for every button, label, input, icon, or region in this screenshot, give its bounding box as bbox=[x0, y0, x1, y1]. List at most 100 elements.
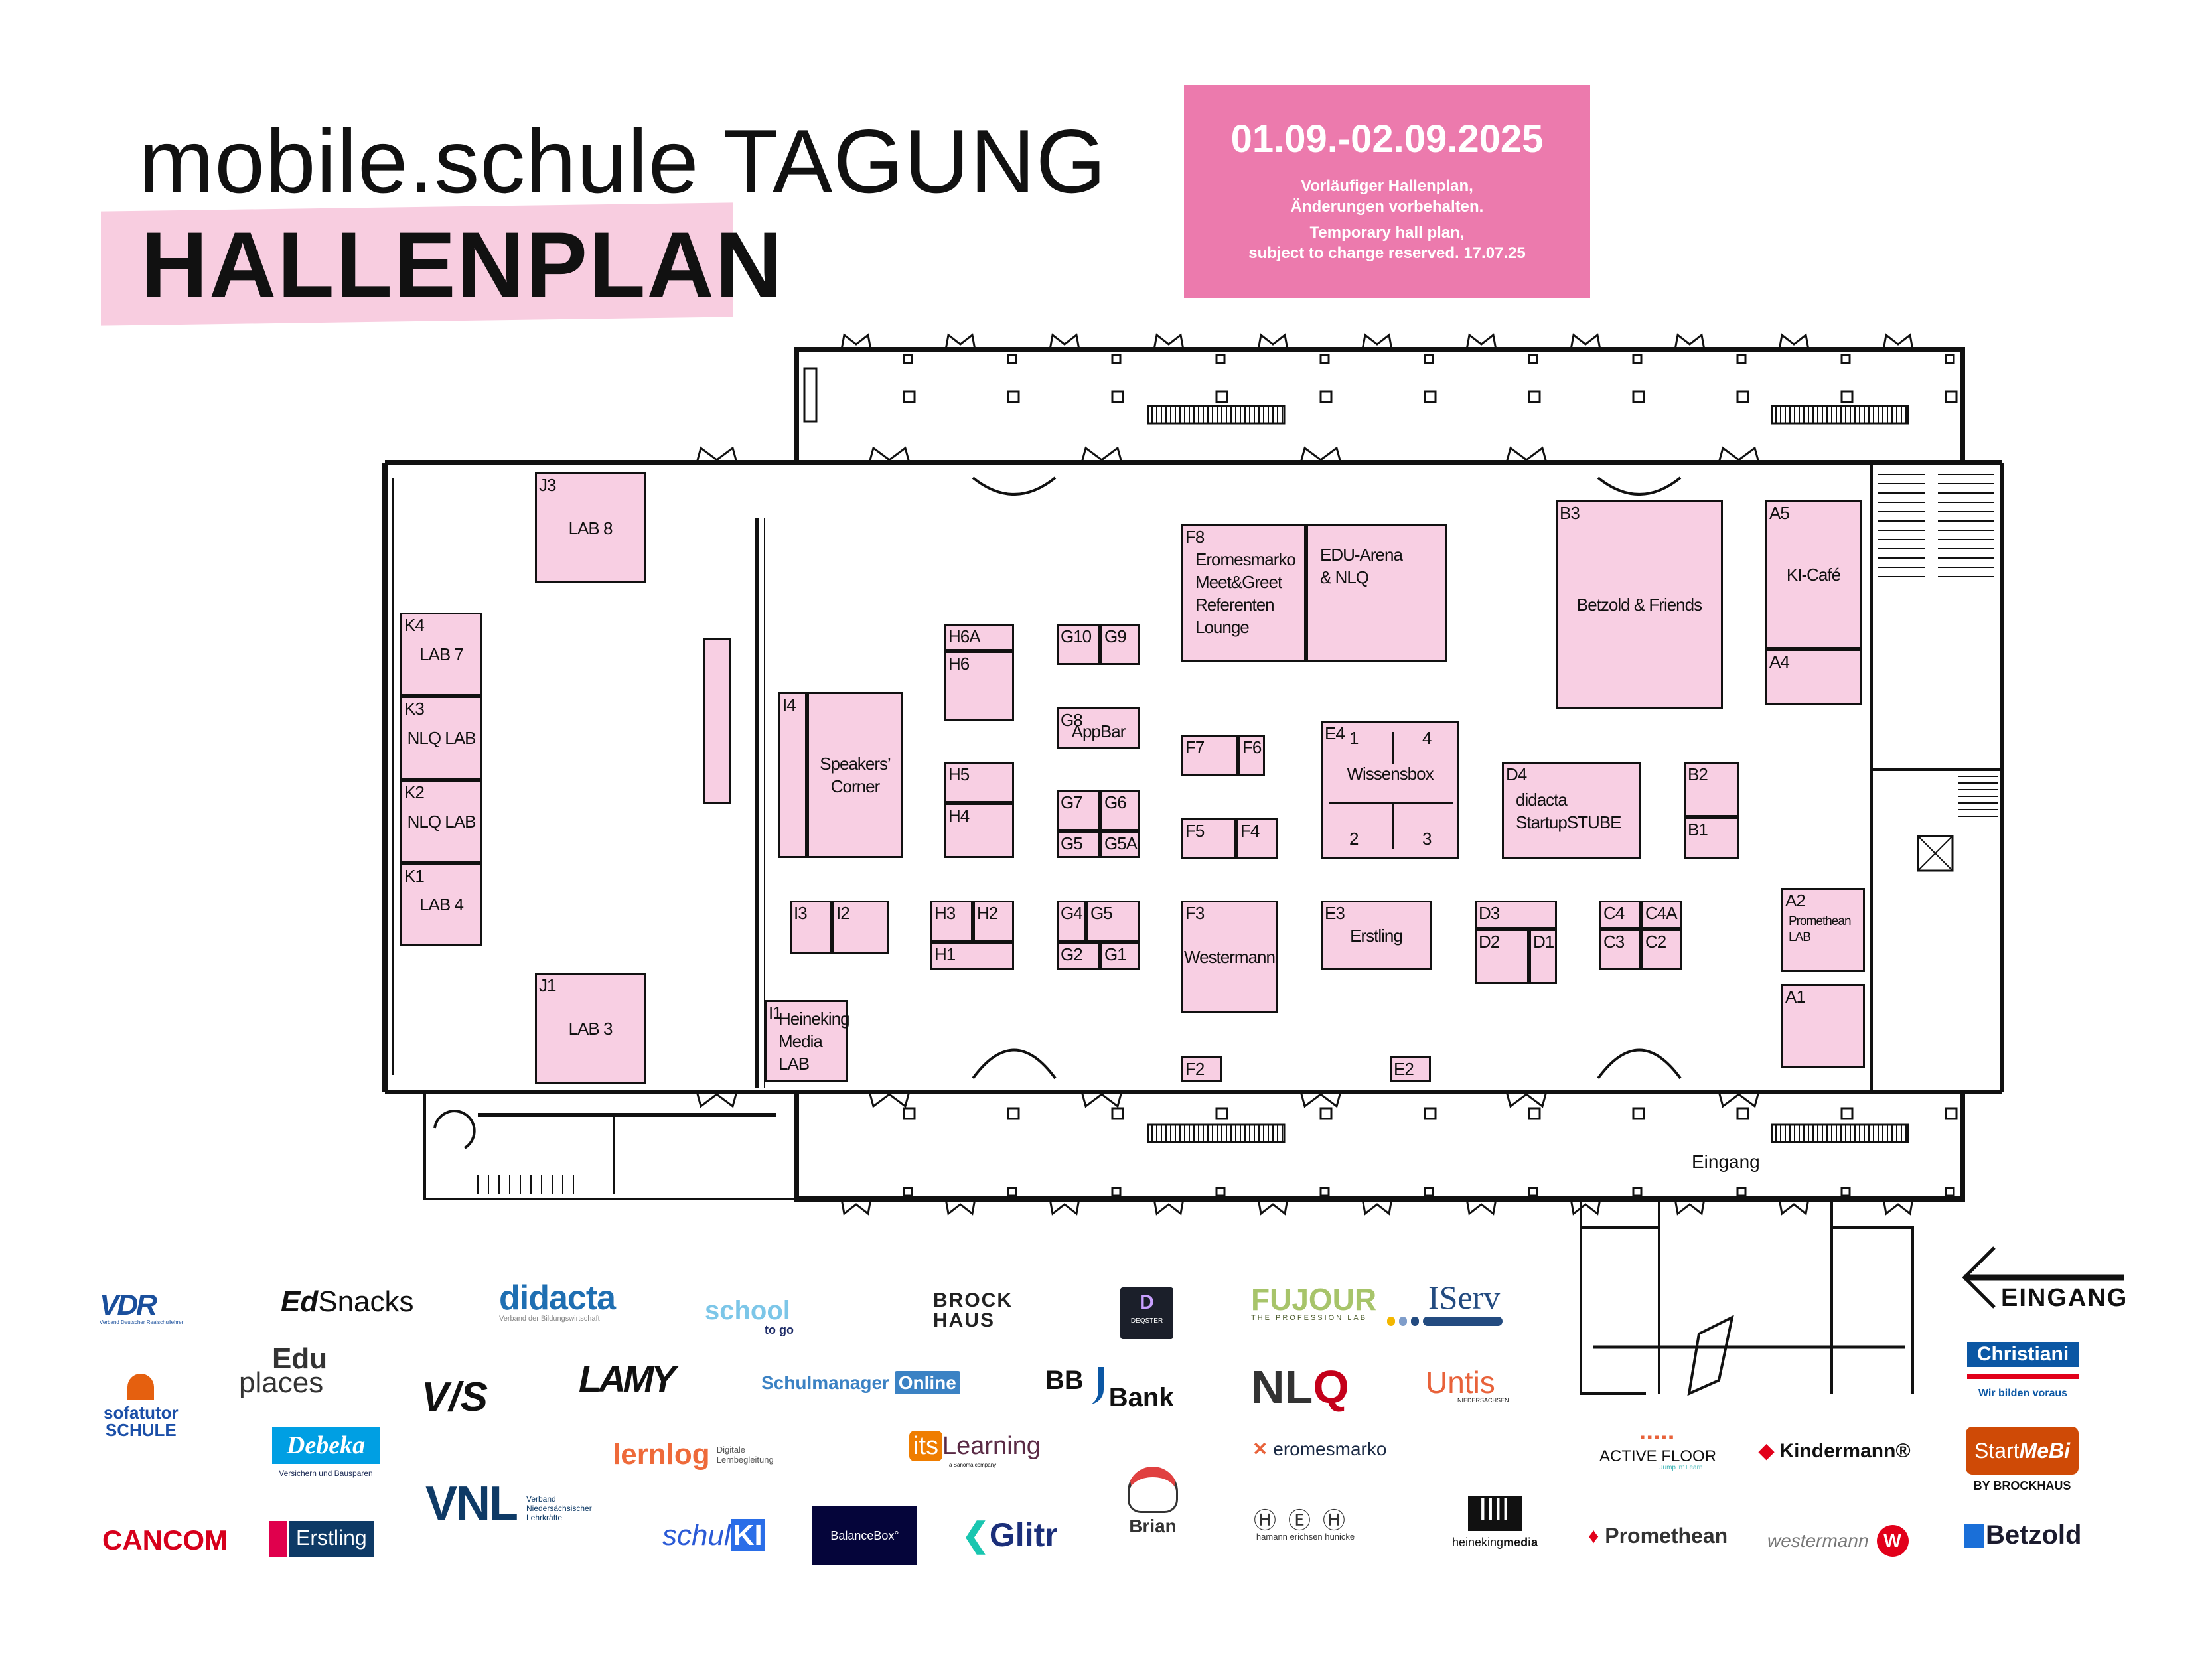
door-icon bbox=[1718, 1091, 1760, 1108]
wissensbox-section-number: 2 bbox=[1349, 829, 1359, 849]
booth-f2[interactable]: F2 bbox=[1181, 1056, 1222, 1082]
booth-b1[interactable]: B1 bbox=[1684, 817, 1739, 859]
logo-untis-sub: NIEDERSACHSEN bbox=[1457, 1397, 1509, 1404]
logo-debeka-sub: Versichern und Bausparen bbox=[279, 1469, 373, 1478]
booth-i4[interactable]: I4 bbox=[778, 692, 807, 858]
booth-code: G7 bbox=[1061, 792, 1083, 812]
betzold-mark-icon bbox=[1964, 1524, 1984, 1549]
booth-i2[interactable]: I2 bbox=[832, 901, 889, 954]
logo-vnl-text: VNL bbox=[425, 1477, 518, 1530]
pillar bbox=[1736, 1107, 1749, 1120]
booth-f6[interactable]: F6 bbox=[1238, 735, 1265, 776]
booth-h2[interactable]: H2 bbox=[973, 901, 1014, 942]
booth-f4[interactable]: F4 bbox=[1236, 818, 1278, 859]
booth-d1[interactable]: D1 bbox=[1529, 929, 1557, 984]
pillar bbox=[1111, 1187, 1122, 1197]
booth-h4[interactable]: H4 bbox=[944, 803, 1014, 858]
wissensbox-section-number: 3 bbox=[1422, 829, 1432, 849]
booth-i3[interactable]: I3 bbox=[790, 901, 832, 954]
pillar bbox=[1215, 1187, 1226, 1197]
booth-a4[interactable]: A4 bbox=[1765, 649, 1862, 705]
pillar bbox=[1007, 390, 1020, 403]
booth-code: H5 bbox=[948, 764, 970, 784]
booth-g5[interactable]: G5 bbox=[1057, 831, 1100, 858]
booth-area-55[interactable] bbox=[703, 638, 731, 804]
door-icon bbox=[944, 1198, 976, 1216]
logo-balancebox: BalanceBox° bbox=[812, 1506, 917, 1565]
booth-g6[interactable]: G6 bbox=[1100, 790, 1140, 831]
booth-g7[interactable]: G7 bbox=[1057, 790, 1100, 831]
pillar bbox=[1736, 390, 1749, 403]
door-icon bbox=[1882, 333, 1914, 350]
booth-area-7[interactable]: Speakers’ Corner bbox=[807, 692, 903, 858]
activefloor-pixels-icon: ▪▪▪▪▪ bbox=[1640, 1429, 1676, 1445]
glitr-mark-icon: ❮ bbox=[962, 1516, 990, 1553]
pillar bbox=[1945, 1107, 1958, 1120]
booth-c3[interactable]: C3 bbox=[1599, 929, 1641, 970]
booth-area-30[interactable]: EDU-Arena & NLQ bbox=[1306, 524, 1447, 662]
booth-code: A2 bbox=[1785, 891, 1806, 910]
pillar bbox=[1632, 354, 1643, 364]
booth-code: A5 bbox=[1769, 503, 1790, 523]
booth-d2[interactable]: D2 bbox=[1475, 929, 1529, 984]
divider bbox=[1392, 732, 1394, 764]
booth-h5[interactable]: H5 bbox=[944, 762, 1014, 803]
booth-f7[interactable]: F7 bbox=[1181, 735, 1238, 776]
booth-b2[interactable]: B2 bbox=[1684, 762, 1739, 817]
booth-g10[interactable]: G10 bbox=[1057, 624, 1100, 665]
logo-vdr-sub: Verband Deutscher Realschullehrer bbox=[100, 1319, 184, 1325]
booth-c2[interactable]: C2 bbox=[1641, 929, 1682, 970]
logo-heinekingmedia-a: heineking bbox=[1452, 1536, 1504, 1549]
booth-g5[interactable]: G5 bbox=[1086, 901, 1140, 942]
booth-h3[interactable]: H3 bbox=[930, 901, 973, 942]
booth-d3[interactable]: D3 bbox=[1475, 901, 1557, 929]
booth-code: I2 bbox=[836, 903, 850, 923]
logo-brian-text: Brian bbox=[1129, 1516, 1177, 1536]
pillar bbox=[1528, 1107, 1541, 1120]
logo-kindermann: ◆ Kindermann® bbox=[1759, 1441, 1911, 1461]
logo-itslearning-b: Learning bbox=[942, 1432, 1041, 1460]
booth-code: K3 bbox=[404, 699, 425, 719]
booth-h1[interactable]: H1 bbox=[930, 942, 1014, 970]
booth-g4[interactable]: G4 bbox=[1057, 901, 1086, 942]
booth-h6[interactable]: H6 bbox=[944, 651, 1014, 721]
notice-en-line-2: subject to change reserved. 17.07.25 bbox=[1248, 244, 1526, 262]
booth-g5a[interactable]: G5A bbox=[1100, 831, 1140, 858]
booth-code: G5 bbox=[1090, 903, 1113, 923]
booth-h6a[interactable]: H6A bbox=[944, 624, 1014, 651]
logo-startmebi-sub: BY BROCKHAUS bbox=[1973, 1479, 2071, 1492]
logo-edsnacks-a: Ed bbox=[281, 1285, 319, 1318]
booth-g1[interactable]: G1 bbox=[1100, 942, 1140, 970]
pillars bbox=[903, 354, 1958, 1197]
booth-e2[interactable]: E2 bbox=[1390, 1056, 1431, 1082]
pillar bbox=[1319, 1187, 1330, 1197]
booth-f5[interactable]: F5 bbox=[1181, 818, 1236, 859]
booth-g2[interactable]: G2 bbox=[1057, 942, 1100, 970]
booth-c4[interactable]: C4 bbox=[1599, 901, 1641, 929]
logo-bbbank: BBBank bbox=[1045, 1367, 1174, 1411]
booth-g9[interactable]: G9 bbox=[1100, 624, 1140, 665]
logo-debeka-text: Debeka bbox=[272, 1427, 380, 1464]
booth-a1[interactable]: A1 bbox=[1781, 984, 1865, 1068]
notice-de-line-2: Änderungen vorbehalten. bbox=[1290, 198, 1484, 216]
booth-c4a[interactable]: C4A bbox=[1641, 901, 1682, 929]
